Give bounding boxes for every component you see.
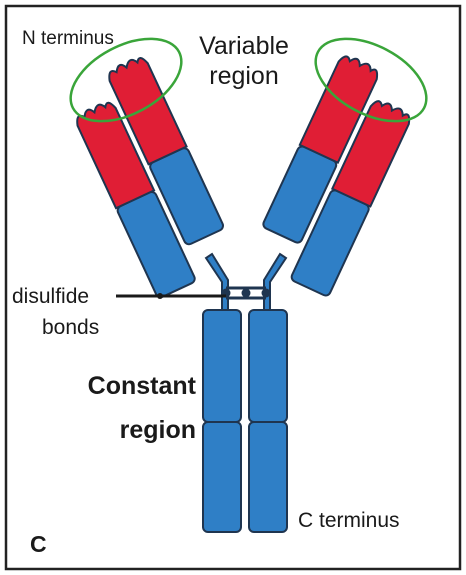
stem-right-lower-domain — [249, 422, 287, 532]
disulfide-pointer-dot — [157, 293, 163, 299]
disulfide-dot-2 — [243, 290, 249, 296]
disulfide-dot-3 — [263, 290, 269, 296]
constant-region-label-line2: region — [120, 416, 196, 444]
panel-letter: C — [30, 531, 47, 557]
c-terminus-label: C terminus — [298, 509, 400, 532]
variable-region-label-line2: region — [209, 62, 279, 90]
constant-region-label-line1: Constant — [88, 372, 197, 400]
variable-region-label-line1: Variable — [199, 32, 289, 60]
stem-left-upper-domain — [203, 310, 241, 422]
disulfide-bonds — [223, 288, 269, 298]
disulfide-label-line1: disulfide — [12, 285, 89, 308]
disulfide-label-line2: bonds — [42, 316, 99, 339]
n-terminus-label: N terminus — [22, 28, 114, 49]
stem-left-lower-domain — [203, 422, 241, 532]
stem-right-upper-domain — [249, 310, 287, 422]
